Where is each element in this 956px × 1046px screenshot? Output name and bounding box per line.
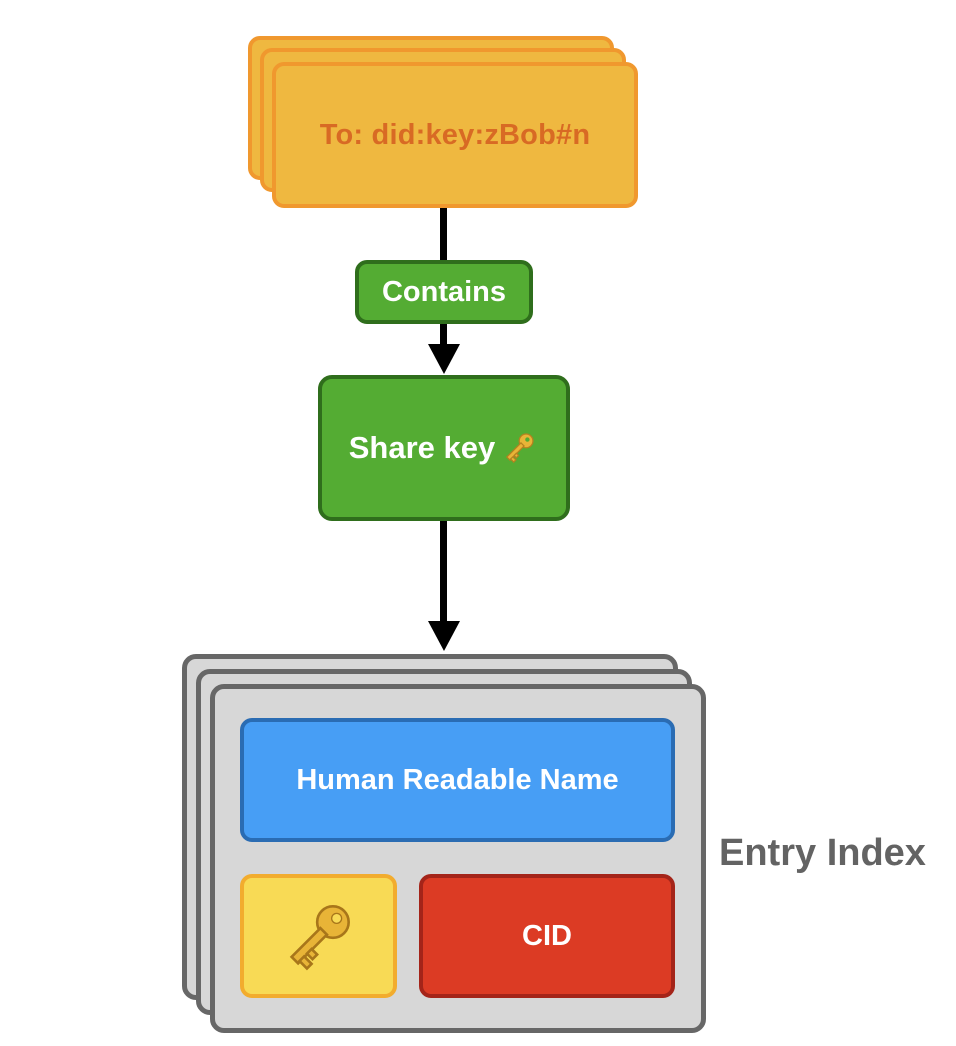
message-card: To: did:key:zBob#n: [272, 62, 638, 208]
contains-label-text: Contains: [381, 275, 507, 308]
arrowhead-middle: [428, 344, 460, 374]
human-readable-name-field: Human Readable Name: [240, 718, 675, 842]
contains-edge-label: Contains: [355, 260, 533, 324]
arrowhead-bottom: [428, 621, 460, 651]
cid-field: CID: [419, 874, 675, 998]
entry-key-field: [240, 874, 397, 998]
share-key-label: Share key: [348, 430, 496, 465]
connector-line-bottom: [440, 521, 447, 625]
human-readable-name-label: Human Readable Name: [296, 763, 619, 796]
connector-line-middle: [440, 324, 447, 348]
key-icon: [506, 433, 534, 464]
entry-index-label: Entry Index: [719, 832, 926, 874]
key-icon: [289, 905, 350, 971]
cid-label: CID: [522, 919, 572, 952]
connector-line-top: [440, 208, 447, 262]
message-recipient-label: To: did:key:zBob#n: [319, 118, 591, 151]
share-key-node: Share key: [318, 375, 570, 521]
